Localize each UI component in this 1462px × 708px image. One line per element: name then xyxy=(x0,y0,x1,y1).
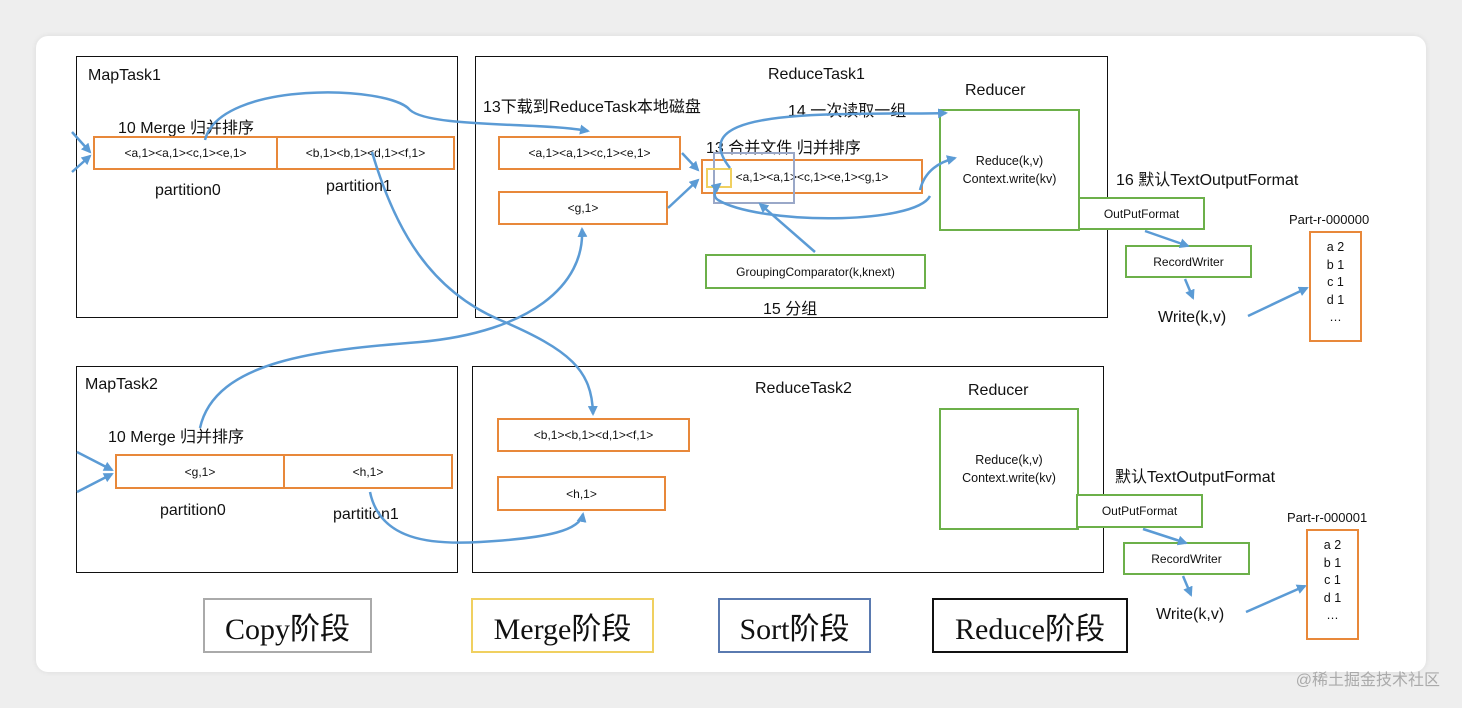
output2-file-box: a 2 b 1 c 1 d 1 … xyxy=(1306,529,1359,640)
reducetask1-title: ReduceTask1 xyxy=(768,66,865,83)
maptask2-merge-label: 10 Merge 归并排序 xyxy=(108,429,245,446)
output1-write: Write(k,v) xyxy=(1158,309,1227,326)
output2-line: c 1 xyxy=(1324,573,1341,587)
output1-line: c 1 xyxy=(1327,275,1344,289)
reducer2-reduce-call: Reduce(k,v) xyxy=(975,453,1043,467)
reducetask2-copy2: <h,1> xyxy=(497,476,666,511)
output2-line: b 1 xyxy=(1323,555,1342,570)
output1-line: d 1 xyxy=(1326,292,1345,307)
grouping-comparator: GroupingComparator(k,knext) xyxy=(705,254,926,289)
output1-line: a 2 xyxy=(1326,240,1345,254)
maptask1-partition0: <a,1><a,1><c,1><e,1> xyxy=(93,136,278,170)
reducer2-title: Reducer xyxy=(968,382,1029,399)
reducer1-reduce-call: Reduce(k,v) xyxy=(975,154,1044,168)
output1-file-box: a 2 b 1 c 1 d 1 … xyxy=(1309,231,1362,342)
maptask2-partition1-label: partition1 xyxy=(333,506,399,523)
reducer2-box: Reduce(k,v) Context.write(kv) xyxy=(939,408,1079,530)
output1-line: … xyxy=(1329,310,1342,324)
output1-recordwriter: RecordWriter xyxy=(1125,245,1252,278)
output1-line: b 1 xyxy=(1326,257,1345,272)
output2-write: Write(k,v) xyxy=(1156,606,1225,623)
maptask2-partition0: <g,1> xyxy=(115,454,285,489)
maptask2-title: MapTask2 xyxy=(85,376,158,393)
maptask1-partition1-label: partition1 xyxy=(326,178,392,195)
maptask2-partition0-label: partition0 xyxy=(160,502,226,519)
output1-outputformat: OutPutFormat xyxy=(1078,197,1205,230)
legend-sort: Sort阶段 xyxy=(718,598,871,653)
output2-file-name: Part-r-000001 xyxy=(1287,510,1368,525)
reducetask1-download-label: 13下载到ReduceTask本地磁盘 xyxy=(483,99,701,116)
reducetask2-copy1: <b,1><b,1><d,1><f,1> xyxy=(497,418,690,452)
merge-highlight xyxy=(706,168,732,188)
output2-line: d 1 xyxy=(1323,590,1342,605)
reducetask1-copy2: <g,1> xyxy=(498,191,668,225)
output2-recordwriter: RecordWriter xyxy=(1123,542,1250,575)
legend-copy: Copy阶段 xyxy=(203,598,372,653)
output2-outputformat: OutPutFormat xyxy=(1076,494,1203,528)
reducetask1-group-label: 15 分组 xyxy=(763,301,818,318)
reducetask2-frame xyxy=(472,366,1104,573)
reducer2-context-write: Context.write(kv) xyxy=(962,471,1056,485)
output1-format-label: 16 默认TextOutputFormat xyxy=(1116,172,1299,189)
reducetask1-copy1: <a,1><a,1><c,1><e,1> xyxy=(498,136,681,170)
reducetask1-read-label: 14 一次读取一组 xyxy=(788,103,907,120)
reducer1-title: Reducer xyxy=(965,82,1026,99)
legend-merge: Merge阶段 xyxy=(471,598,654,653)
maptask2-partition1: <h,1> xyxy=(283,454,453,489)
reducer1-context-write: Context.write(kv) xyxy=(962,172,1057,186)
maptask1-partition1: <b,1><b,1><d,1><f,1> xyxy=(276,136,455,170)
watermark: @稀土掘金技术社区 xyxy=(1295,672,1440,689)
maptask1-merge-label: 10 Merge 归并排序 xyxy=(118,120,255,137)
reducer1-box: Reduce(k,v) Context.write(kv) xyxy=(939,109,1080,231)
output2-format-label: 默认TextOutputFormat xyxy=(1115,469,1276,486)
legend-reduce: Reduce阶段 xyxy=(932,598,1128,653)
output2-line: a 2 xyxy=(1323,538,1342,552)
output1-file-name: Part-r-000000 xyxy=(1289,212,1370,227)
maptask1-partition0-label: partition0 xyxy=(155,182,221,199)
output2-line: … xyxy=(1326,608,1339,622)
maptask1-frame xyxy=(76,56,458,318)
reducetask2-title: ReduceTask2 xyxy=(755,380,852,397)
maptask1-title: MapTask1 xyxy=(88,67,161,84)
